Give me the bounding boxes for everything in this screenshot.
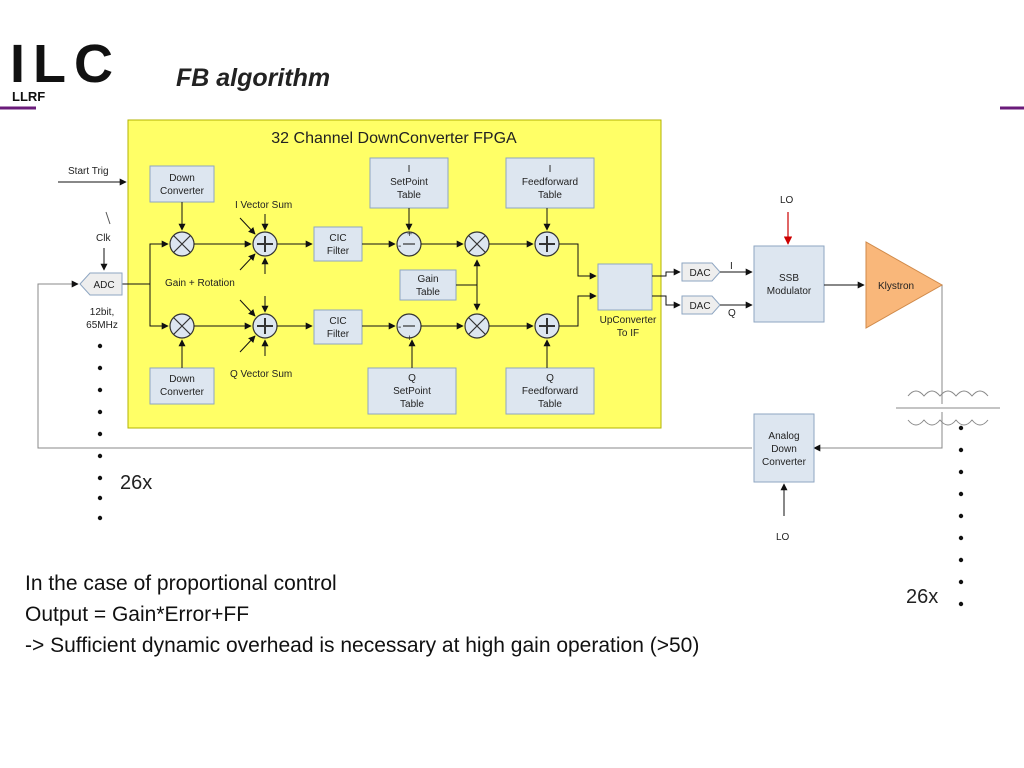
adc-label: ADC: [93, 280, 114, 291]
adc-block: ADC: [79, 272, 123, 296]
analog-down-converter: Analog Down Converter: [753, 413, 815, 483]
summer-i-feedforward: [534, 231, 560, 257]
ssb-line1: SSB: [779, 273, 799, 284]
gain-table-line1: Gain: [417, 274, 438, 285]
upconverter-line2: To IF: [617, 328, 639, 339]
upconverter-block: UpConverter To IF: [597, 263, 657, 339]
ssb-line2: Modulator: [767, 286, 812, 297]
logo-subtitle: LLRF: [12, 89, 45, 104]
ilc-logo: ILC LLRF: [10, 34, 121, 104]
upconverter-line1: UpConverter: [600, 315, 657, 326]
cic-top-line2: Filter: [327, 246, 350, 257]
cic-top-line1: CIC: [329, 233, 346, 244]
q-feedforward-line1: Q: [546, 373, 554, 384]
i-setpoint-line1: I: [408, 164, 411, 175]
comparator-i-minus: -: [398, 241, 401, 252]
i-channel-label: I: [730, 261, 733, 272]
down-converter-bottom-line1: Down: [169, 374, 195, 385]
q-channel-label: Q: [728, 308, 736, 319]
cic-filter-top: CIC Filter: [313, 226, 363, 262]
i-setpoint-line2: SetPoint: [390, 177, 428, 188]
analog-down-line3: Converter: [762, 457, 807, 468]
dac-q-label: DAC: [689, 301, 710, 312]
down-converter-bottom: Down Converter: [149, 367, 215, 405]
coupler-symbol: [896, 390, 1000, 426]
note-line-1: In the case of proportional control: [25, 572, 337, 595]
q-feedforward-line2: Feedforward: [522, 386, 578, 397]
klystron-label: Klystron: [878, 281, 914, 292]
lo-top-label: LO: [780, 195, 794, 206]
comparator-i-plus: +: [407, 229, 412, 239]
q-setpoint-table: Q SetPoint Table: [367, 367, 457, 415]
i-feedforward-table: I Feedforward Table: [505, 157, 595, 209]
cic-bottom-line1: CIC: [329, 316, 346, 327]
mixer-top-right: [464, 231, 490, 257]
logo-text: ILC: [10, 34, 121, 94]
gain-rotation-label: Gain + Rotation: [165, 278, 235, 289]
summer-q-vector: [252, 313, 278, 339]
ssb-modulator: SSB Modulator: [753, 245, 825, 323]
cic-filter-bottom: CIC Filter: [313, 309, 363, 345]
fpga-connections: [122, 202, 681, 368]
q-feedforward-table: Q Feedforward Table: [505, 367, 595, 415]
dac-i-label: DAC: [689, 268, 710, 279]
mixer-bottom-left: [169, 313, 195, 339]
adc-spec-line1: 12bit,: [90, 307, 114, 318]
note-line-3: -> Sufficient dynamic overhead is necess…: [25, 634, 700, 657]
q-setpoint-line1: Q: [408, 373, 416, 384]
left-repeat-dots: [97, 343, 103, 521]
gain-table-line2: Table: [416, 287, 440, 298]
dac-q-block: DAC: [681, 295, 721, 315]
analog-down-line1: Analog: [768, 431, 799, 442]
summer-q-feedforward: [534, 313, 560, 339]
clk-label: Clk: [96, 233, 111, 244]
down-converter-top-line2: Converter: [160, 186, 205, 197]
gain-table: Gain Table: [399, 269, 457, 301]
cic-bottom-line2: Filter: [327, 329, 350, 340]
summer-i-vector: [252, 231, 278, 257]
clk-tick: [105, 211, 111, 225]
analog-down-line2: Down: [771, 444, 797, 455]
i-vector-sum-label: I Vector Sum: [235, 200, 292, 211]
i-setpoint-table: I SetPoint Table: [369, 157, 449, 209]
down-converter-top: Down Converter: [149, 165, 215, 203]
note-line-2: Output = Gain*Error+FF: [25, 603, 250, 626]
q-vector-sum-label: Q Vector Sum: [230, 369, 292, 380]
klystron: Klystron: [865, 241, 944, 329]
notes-block: In the case of proportional control Outp…: [25, 568, 699, 661]
i-feedforward-line3: Table: [538, 190, 562, 201]
i-setpoint-line3: Table: [397, 190, 421, 201]
down-converter-bottom-line2: Converter: [160, 387, 205, 398]
fpga-title: 32 Channel DownConverter FPGA: [271, 130, 517, 147]
start-trig-label: Start Trig: [68, 166, 109, 177]
i-feedforward-line1: I: [549, 164, 552, 175]
page-title: FB algorithm: [176, 64, 330, 92]
q-setpoint-line2: SetPoint: [393, 386, 431, 397]
dac-to-ssb: [720, 268, 753, 309]
left-repeat-label: 26x: [120, 472, 152, 494]
comparator-q-plus: +: [407, 333, 412, 343]
i-feedforward-line2: Feedforward: [522, 177, 578, 188]
down-converter-top-line1: Down: [169, 173, 195, 184]
comparator-q-minus: -: [398, 322, 401, 333]
mixer-bottom-right: [464, 313, 490, 339]
lo-bottom-label: LO: [776, 532, 790, 543]
right-repeat-label: 26x: [906, 586, 938, 608]
right-repeat-dots: [958, 425, 964, 607]
adc-spec-line2: 65MHz: [86, 320, 118, 331]
comparator-q: [396, 313, 422, 339]
mixer-top-left: [169, 231, 195, 257]
dac-i-block: DAC: [681, 262, 721, 282]
q-setpoint-line3: Table: [400, 399, 424, 410]
q-feedforward-line3: Table: [538, 399, 562, 410]
